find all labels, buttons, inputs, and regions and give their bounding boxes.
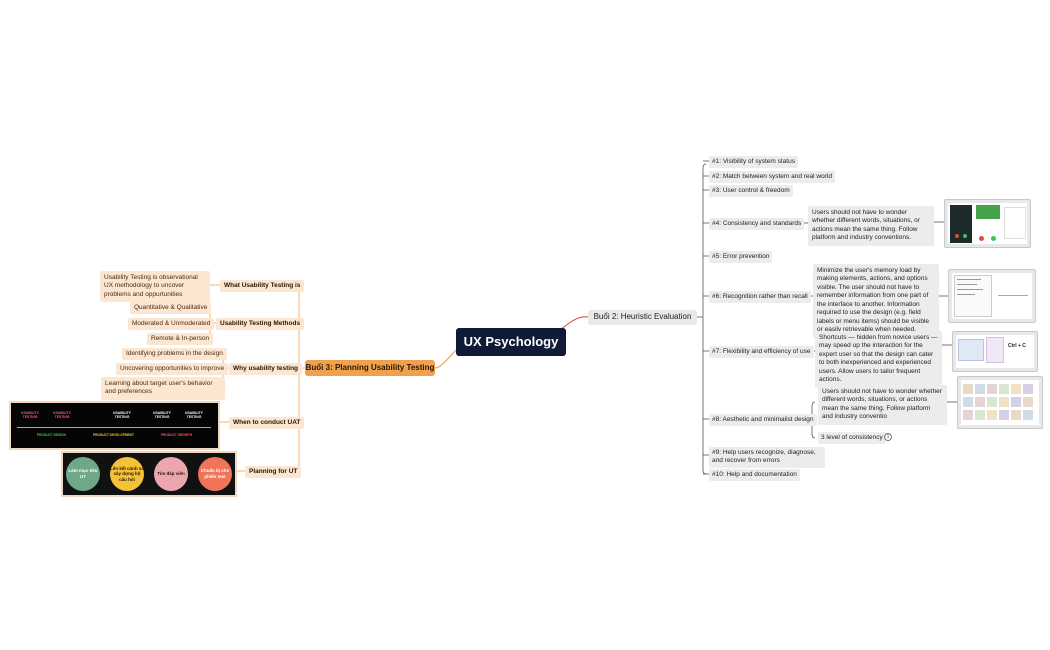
root-topic[interactable]: UX Psychology bbox=[456, 328, 566, 356]
thumbnail-tile bbox=[963, 397, 973, 407]
thumbnail-tile bbox=[999, 410, 1009, 420]
heuristic-item-3[interactable]: #3: User control & freedom bbox=[709, 185, 793, 198]
why-item-3[interactable]: Learning about target user's behavior an… bbox=[101, 377, 225, 400]
why-item-1[interactable]: Identifying problems in the design bbox=[122, 348, 227, 361]
collapsed-count-badge[interactable]: 1 bbox=[884, 433, 892, 441]
planning-step-1: Làm mục tiêu UT bbox=[66, 457, 100, 491]
thumbnail-tile bbox=[1011, 410, 1021, 420]
timeline-stage-4: USABILITY TESTING bbox=[153, 411, 171, 420]
desc-flexibility[interactable]: Shortcuts — hidden from novice users — m… bbox=[815, 331, 942, 388]
thumbnail-tile bbox=[1023, 397, 1033, 407]
thumbnail-tile bbox=[1011, 384, 1021, 394]
subtopic-what-usability-testing[interactable]: What Usability Testing is bbox=[220, 280, 305, 293]
thumbnail-tile bbox=[999, 384, 1009, 394]
heuristic-item-7[interactable]: #7: Flexibility and efficiency of use bbox=[709, 346, 814, 359]
thumbnail-tile bbox=[987, 410, 997, 420]
heuristic-item-1[interactable]: #1: Visibility of system status bbox=[709, 156, 798, 169]
heuristic-item-9[interactable]: #9: Help users recognize, diagnose, and … bbox=[709, 447, 825, 468]
heuristic-item-2[interactable]: #2: Match between system and real world bbox=[709, 171, 835, 184]
timeline-stage-3: USABILITY TESTING bbox=[113, 411, 131, 420]
thumbnail-tile bbox=[987, 397, 997, 407]
desc-what-usability-testing[interactable]: Usability Testing is observational UX me… bbox=[100, 271, 210, 303]
timeline-stage-2: USABILITY TESTING bbox=[53, 411, 71, 420]
thumbnail-tile bbox=[963, 384, 973, 394]
timeline-stage-5: USABILITY TESTING bbox=[185, 411, 203, 420]
thumbnail-tile bbox=[1023, 384, 1033, 394]
subtopic-why-usability-testing[interactable]: Why usability testing bbox=[229, 363, 303, 376]
image-recognition-example[interactable] bbox=[948, 269, 1036, 323]
heuristic-item-6[interactable]: #6: Recognition rather than recall bbox=[709, 291, 811, 304]
why-item-2[interactable]: Uncovering opportunities to improve bbox=[116, 363, 229, 376]
image-consistency-example[interactable] bbox=[944, 199, 1031, 248]
shortcut-label: Ctrl + C bbox=[1008, 343, 1026, 349]
timeline-stage-1: USABILITY TESTING bbox=[21, 411, 39, 420]
timeline-phase-growth: PRODUCT GROWTH bbox=[161, 433, 193, 437]
thumbnail-tile bbox=[1011, 397, 1021, 407]
heuristic-item-5[interactable]: #5: Error prevention bbox=[709, 251, 773, 264]
method-item-2[interactable]: Moderated & Unmoderated bbox=[128, 318, 215, 331]
sub-consistency-levels[interactable]: 3 level of consistency bbox=[818, 432, 886, 445]
timeline-line bbox=[17, 427, 211, 428]
thumbnail-tile bbox=[987, 384, 997, 394]
image-uat-timeline[interactable]: USABILITY TESTING USABILITY TESTING USAB… bbox=[9, 401, 220, 450]
subtopic-when-uat[interactable]: When to conduct UAT bbox=[229, 417, 305, 430]
image-flexibility-example[interactable]: Ctrl + C bbox=[952, 331, 1038, 372]
desc-aesthetic[interactable]: Users should not have to wonder whether … bbox=[818, 385, 947, 425]
planning-step-4: Chuẩn bị cho phiên test bbox=[198, 457, 232, 491]
desc-consistency[interactable]: Users should not have to wonder whether … bbox=[808, 206, 934, 246]
subtopic-testing-methods[interactable]: Usability Testing Methods bbox=[216, 318, 305, 331]
thumbnail-tile bbox=[1023, 410, 1033, 420]
method-item-3[interactable]: Remote & In-person bbox=[147, 333, 214, 346]
method-item-1[interactable]: Quantitative & Qualitative bbox=[130, 302, 212, 315]
subtopic-planning-ut[interactable]: Planning for UT bbox=[245, 466, 302, 479]
thumbnail-tile bbox=[963, 410, 973, 420]
thumbnail-tile bbox=[999, 397, 1009, 407]
timeline-phase-development: PRODUCT DEVELOPMENT bbox=[93, 433, 134, 437]
desc-recognition[interactable]: Minimize the user's memory load by makin… bbox=[813, 264, 939, 338]
image-planning-steps[interactable]: Làm mục tiêu UT Lên kết cảnh và xây dựng… bbox=[61, 451, 237, 497]
planning-step-2: Lên kết cảnh và xây dựng bộ câu hỏi bbox=[110, 457, 144, 491]
topic-planning-usability-testing[interactable]: Buổi 3: Planning Usability Testing bbox=[305, 360, 435, 376]
heuristic-item-8[interactable]: #8: Aesthetic and minimalist design bbox=[709, 414, 817, 427]
thumbnail-tile bbox=[975, 410, 985, 420]
image-aesthetic-example[interactable] bbox=[957, 376, 1043, 429]
timeline-phase-design: PRODUCT DESIGN bbox=[37, 433, 66, 437]
thumbnail-tile bbox=[975, 384, 985, 394]
planning-step-3: Tìm đáp viên bbox=[154, 457, 188, 491]
heuristic-item-10[interactable]: #10: Help and documentation bbox=[709, 469, 800, 482]
thumbnail-tile bbox=[975, 397, 985, 407]
topic-heuristic-evaluation[interactable]: Buổi 2: Heuristic Evaluation bbox=[588, 310, 697, 325]
heuristic-item-4[interactable]: #4: Consistency and standards bbox=[709, 218, 805, 231]
